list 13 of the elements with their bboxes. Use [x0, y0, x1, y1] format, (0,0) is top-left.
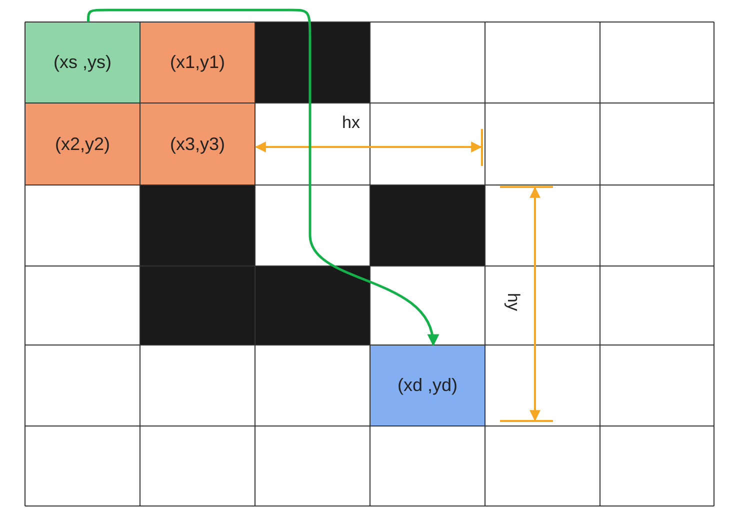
- coordinate-label: (xs ,ys): [54, 52, 112, 73]
- grid-cell: [370, 345, 485, 426]
- coordinate-label: (x1,y1): [170, 52, 225, 73]
- grid-cell: [25, 103, 140, 185]
- coordinate-label: (x3,y3): [170, 134, 225, 154]
- dimension-label: hy: [503, 293, 523, 311]
- grid-cell: [140, 103, 255, 185]
- grid-cell: [25, 22, 140, 103]
- coordinate-label: (xd ,yd): [397, 375, 458, 396]
- grid-cell: [140, 22, 255, 103]
- coordinate-label: (x2,y2): [54, 134, 110, 154]
- dimension-label: hx: [342, 113, 360, 133]
- path-arrow: [87, 8, 438, 346]
